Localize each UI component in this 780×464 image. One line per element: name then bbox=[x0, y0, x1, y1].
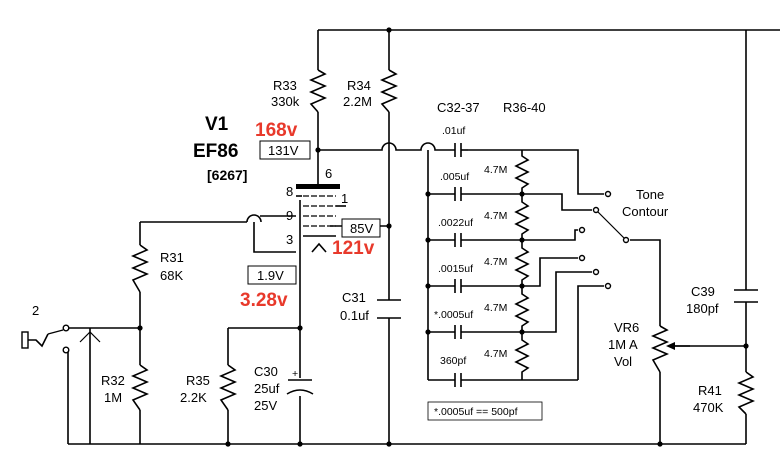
svg-text:R41: R41 bbox=[698, 383, 722, 398]
svg-text:360pf: 360pf bbox=[440, 355, 466, 367]
wiring bbox=[66, 29, 780, 445]
potentiometer-vr6: VR6 1M A Vol bbox=[608, 320, 690, 373]
resistor-r33: R33 330k bbox=[271, 69, 328, 113]
svg-text:0.1uf: 0.1uf bbox=[340, 308, 369, 323]
svg-text:2.2M: 2.2M bbox=[343, 94, 372, 109]
junction-dots bbox=[137, 27, 749, 447]
svg-text:68K: 68K bbox=[160, 268, 183, 283]
capacitor-c31: C31 0.1uf bbox=[340, 290, 401, 323]
svg-text:25V: 25V bbox=[254, 398, 277, 413]
svg-text:1M A: 1M A bbox=[608, 337, 638, 352]
svg-text:121v: 121v bbox=[332, 238, 375, 259]
svg-text:4.7M: 4.7M bbox=[484, 164, 507, 176]
svg-text:25uf: 25uf bbox=[254, 381, 280, 396]
svg-text:.01uf: .01uf bbox=[442, 125, 465, 137]
svg-text:R34: R34 bbox=[347, 78, 371, 93]
svg-text:.005uf: .005uf bbox=[440, 171, 469, 183]
resistor-r32: R32 1M bbox=[101, 364, 150, 411]
svg-text:V1: V1 bbox=[205, 114, 229, 135]
svg-text:131V: 131V bbox=[268, 143, 299, 158]
tone-network: C32-37 R36-40 .01uf .005uf .0022uf .0015… bbox=[427, 100, 669, 421]
tube-v1: V1 EF86 [6267] 6 8 1 9 3 bbox=[193, 114, 348, 253]
tone-cap-row-2: .005uf bbox=[428, 171, 522, 201]
svg-text:168v: 168v bbox=[255, 120, 298, 141]
resistor-r34: R34 2.2M bbox=[343, 69, 399, 113]
capacitor-c30: + C30 25uf 25V bbox=[254, 364, 314, 413]
svg-text:*.0005uf: *.0005uf bbox=[434, 309, 473, 321]
svg-text:2.2K: 2.2K bbox=[180, 390, 207, 405]
svg-text:C32-37: C32-37 bbox=[437, 100, 480, 115]
svg-text:180pf: 180pf bbox=[686, 301, 719, 316]
svg-text:4.7M: 4.7M bbox=[484, 210, 507, 222]
svg-text:6: 6 bbox=[325, 166, 332, 181]
svg-text:1: 1 bbox=[341, 191, 348, 206]
svg-text:1M: 1M bbox=[104, 390, 122, 405]
svg-text:2: 2 bbox=[32, 303, 39, 318]
svg-text:EF86: EF86 bbox=[193, 141, 238, 162]
voltage-annotations: 168v 131V 85V 121v 1.9V 3.28v bbox=[240, 120, 381, 311]
svg-text:.0022uf: .0022uf bbox=[438, 217, 473, 229]
svg-text:1.9V: 1.9V bbox=[257, 268, 284, 283]
resistor-r31: R31 68K bbox=[130, 244, 184, 293]
tone-cap-row-4: .0015uf bbox=[428, 263, 522, 293]
svg-text:8: 8 bbox=[286, 184, 293, 199]
svg-text:R36-40: R36-40 bbox=[503, 100, 546, 115]
resistor-r41: R41 470K bbox=[693, 371, 756, 415]
svg-text:4.7M: 4.7M bbox=[484, 302, 507, 314]
svg-text:VR6: VR6 bbox=[614, 320, 639, 335]
tone-cap-row-3: .0022uf bbox=[428, 217, 522, 247]
svg-text:470K: 470K bbox=[693, 400, 724, 415]
svg-text:+: + bbox=[292, 368, 298, 380]
svg-text:4.7M: 4.7M bbox=[484, 348, 507, 360]
svg-text:.0015uf: .0015uf bbox=[438, 263, 473, 275]
tone-cap-row-1: .01uf bbox=[442, 125, 468, 157]
svg-text:4.7M: 4.7M bbox=[484, 256, 507, 268]
svg-text:[6267]: [6267] bbox=[207, 167, 247, 183]
svg-text:R33: R33 bbox=[273, 78, 297, 93]
svg-text:*.0005uf == 500pf: *.0005uf == 500pf bbox=[434, 406, 518, 418]
svg-text:R31: R31 bbox=[160, 250, 184, 265]
svg-text:3: 3 bbox=[286, 232, 293, 247]
tone-cap-row-6: 360pf bbox=[428, 355, 578, 387]
svg-text:C39: C39 bbox=[691, 284, 715, 299]
svg-text:Vol: Vol bbox=[614, 354, 632, 369]
input-jack: 2 bbox=[21, 303, 101, 354]
svg-text:R35: R35 bbox=[186, 373, 210, 388]
svg-text:85V: 85V bbox=[350, 221, 373, 236]
svg-text:Tone: Tone bbox=[636, 187, 664, 202]
svg-text:C30: C30 bbox=[254, 364, 278, 379]
wire-hop bbox=[246, 214, 262, 223]
capacitor-c39: C39 180pf bbox=[686, 284, 758, 316]
svg-text:9: 9 bbox=[286, 208, 293, 223]
svg-text:3.28v: 3.28v bbox=[240, 290, 288, 311]
svg-text:C31: C31 bbox=[342, 290, 366, 305]
resistor-r35: R35 2.2K bbox=[180, 364, 238, 411]
svg-text:R32: R32 bbox=[101, 373, 125, 388]
svg-text:330k: 330k bbox=[271, 94, 300, 109]
svg-text:Contour: Contour bbox=[622, 204, 669, 219]
tone-cap-row-5: *.0005uf bbox=[428, 309, 522, 339]
